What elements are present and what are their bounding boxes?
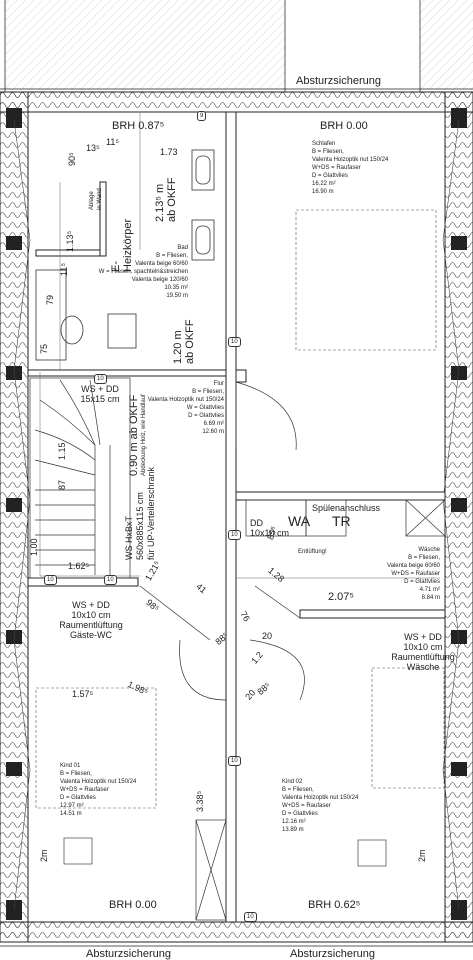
dim-115b: 1.15 (57, 442, 67, 460)
absturz-label-bottom-left: Absturzsicherung (86, 948, 171, 960)
dim-75: 75 (39, 343, 49, 354)
staircase (29, 377, 131, 579)
dim-162: 1.62⁵ (68, 561, 90, 571)
dim-2m-a: 2m (39, 849, 49, 862)
tr-label: TR (332, 513, 351, 529)
brh-kind01: BRH 0.00 (109, 899, 157, 911)
tag-10a: 10 (228, 337, 241, 347)
brh-kind02: BRH 0.62⁵ (308, 899, 361, 911)
tag-10c: 10 (228, 756, 241, 766)
brh-schlafen: BRH 0.00 (320, 120, 368, 132)
tag-10e: 10 (94, 374, 107, 384)
entlueftung-label: Entlüftung! (298, 549, 327, 555)
posts (6, 108, 467, 920)
dim-173: 1.73 (160, 147, 178, 157)
dim-207: 2.07⁵ (328, 591, 354, 603)
dim-87: 87 (57, 479, 67, 490)
tag-10g: 10 (44, 575, 57, 585)
wa-label: WA (288, 513, 311, 529)
tables (63, 837, 387, 867)
dim-135: 13⁵ (86, 143, 100, 153)
tag-9: 9 (197, 111, 207, 121)
dimension-lines (39, 112, 440, 579)
brh-bad: BRH 0.87⁵ (112, 120, 165, 132)
tag-10f: 10 (104, 575, 117, 585)
dim-20b: 20 (262, 631, 273, 641)
dim-79: 79 (45, 294, 55, 305)
door-swings (139, 381, 305, 701)
dim-157: 1.57⁵ (72, 689, 94, 699)
dim-115c: 11⁵ (59, 262, 69, 276)
dim-338: 3.38⁵ (195, 790, 205, 812)
tag-10d: 10 (244, 912, 257, 922)
dim-90: 90⁵ (67, 152, 77, 166)
beds (35, 209, 445, 809)
e-heizkoerper-label: E-Heizkörper (110, 218, 134, 272)
dim-2m-b: 2m (417, 849, 427, 862)
dim-100: 1.00 (29, 538, 39, 556)
interior-walls (27, 111, 446, 923)
absturz-label-bottom-right: Absturzsicherung (290, 948, 375, 960)
absturz-label-top: Absturzsicherung (296, 75, 381, 87)
sanitary-objects (35, 149, 215, 361)
roof-hatch (4, 0, 473, 92)
cabinets (195, 499, 446, 921)
spuelenanschluss-label: Spülenanschluss (312, 503, 381, 513)
okff-090-label: 0.90 m ab OKFF Abdeckung Holz, wie Handl… (128, 394, 147, 476)
dim-113: 1.13⁵ (65, 230, 75, 252)
dim-115: 11⁵ (106, 137, 120, 147)
tag-10b: 10 (228, 530, 241, 540)
railing-lines (0, 88, 473, 947)
